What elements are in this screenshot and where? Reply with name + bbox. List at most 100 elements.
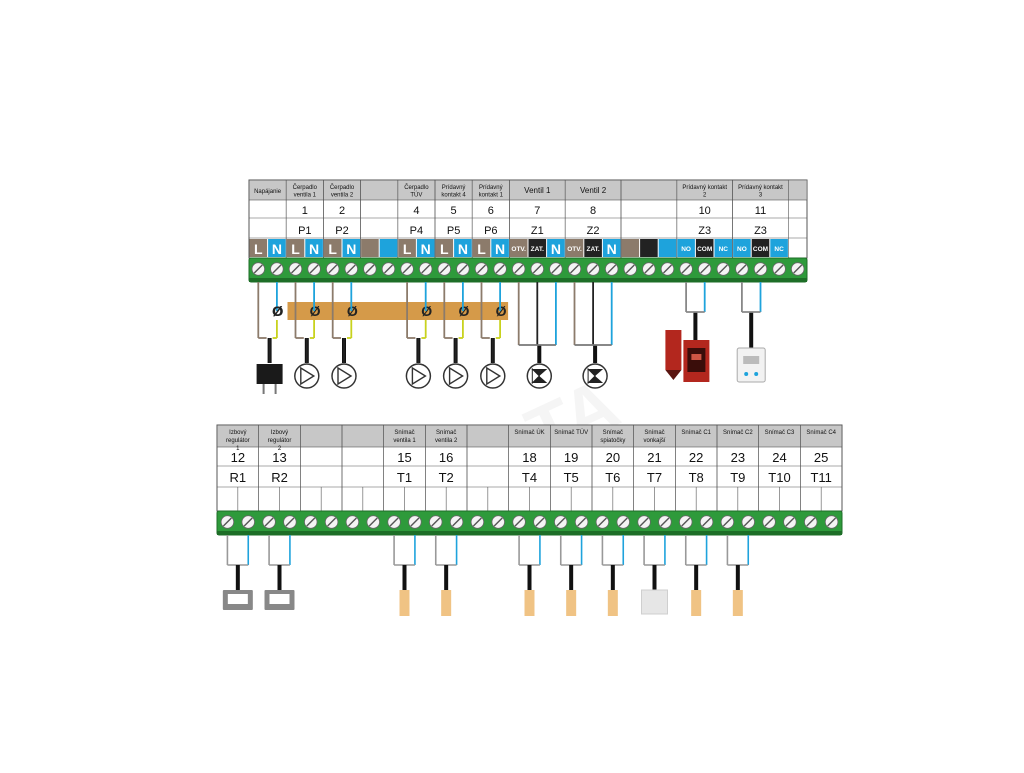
bottom-device [434,535,458,616]
column-label: 3 [759,193,763,199]
neutral-bus-bar [287,302,509,320]
outdoor-sensor-icon [641,589,668,615]
column-number: 8 [590,205,596,217]
bottom-device [641,535,668,615]
screw-slot [264,517,274,527]
column-label: spiatočky [600,438,625,444]
terminal-color-cell [584,239,602,257]
column-code: T1 [397,470,412,485]
screw-slot [663,264,672,274]
column-number: 18 [522,450,536,465]
heater-knob [744,372,749,376]
screw-slot [551,264,561,274]
screw-slot [327,517,337,527]
screw-slot [253,264,263,274]
column-code: T8 [689,470,704,485]
column-label: Snímač C2 [723,430,753,436]
screw-slot [410,517,420,527]
terminal-label: N [346,241,356,257]
column-number: 23 [731,450,745,465]
column-label: Ventil 2 [580,186,607,195]
valve-bottom [587,376,604,383]
bus-terminal-symbol: Ø [496,303,507,319]
column-label: ventila 2 [435,438,458,444]
column-label: Izbový [229,430,246,436]
screw-slot [743,517,753,527]
column-label: vonkajší [643,438,665,444]
screw-slot [384,264,393,274]
top-device [582,345,608,389]
column-number: 2 [339,205,345,217]
column-number: 20 [606,450,620,465]
terminal-label: L [254,241,263,257]
boiler-hopper [665,330,682,370]
terminal-color-cell [658,239,677,257]
terminal-label: L [403,241,412,257]
column-number: 22 [689,450,703,465]
screw-slot [306,517,316,527]
plug-body [256,364,283,384]
screw-slot [346,264,356,274]
column-code: R2 [271,470,288,485]
column-label: ventila 1 [393,438,416,444]
pump-triangle [337,366,353,386]
screw-slot [291,264,300,274]
bus-terminal-symbol: Ø [272,303,283,319]
column-code: P5 [447,225,460,237]
column-label: Čerpadlo [293,184,318,191]
terminal-label: NC [774,246,784,253]
terminal-color-cell [751,239,770,257]
terminal-color-cell [268,239,286,257]
screw-slot [421,264,431,274]
column-number: 7 [534,205,540,217]
screw-slot [588,264,598,274]
bottom-device [518,535,541,616]
column-number: 12 [231,450,245,465]
screw-slot [535,517,545,527]
screw-slot [439,264,449,274]
column-label: Prídavný [442,185,466,191]
column-code: Z3 [754,225,767,237]
heater-display [743,356,760,364]
boiler-feed [665,370,682,380]
column-label: Prídavný kontakt [682,185,727,191]
column-code: T9 [730,470,745,485]
column-code: T6 [605,470,620,485]
screw-slot [402,264,412,274]
terminal-color-cell [342,239,361,257]
column-number: 15 [397,450,411,465]
top-device [665,312,710,382]
column-code: T11 [810,470,831,485]
column-number: 11 [755,205,766,217]
screw-slot [644,264,654,274]
column-label: ventila 2 [331,193,354,199]
column-label: Snímač C4 [806,430,836,436]
bottom-device [684,535,708,616]
column-code: R1 [230,470,247,485]
column-number: 10 [699,205,711,217]
column-number: 6 [488,205,494,217]
screw-slot [722,517,732,527]
column-number: 25 [814,450,828,465]
screw-slot [493,517,503,527]
column-label: kontakt 4 [441,193,466,199]
column-number: 4 [413,205,419,217]
bottom-wiring [222,535,750,616]
pump-icon [331,363,357,389]
terminal-color-cell [640,239,658,257]
bottom-device [726,535,750,616]
screw-slot [702,517,712,527]
temperature-sensor-icon [691,590,702,616]
column-code: P6 [484,225,497,237]
terminal-color-cell [454,239,472,257]
column-label: regulátor [268,438,292,444]
screw-slot [243,517,253,527]
terminal-label: NC [719,246,729,253]
